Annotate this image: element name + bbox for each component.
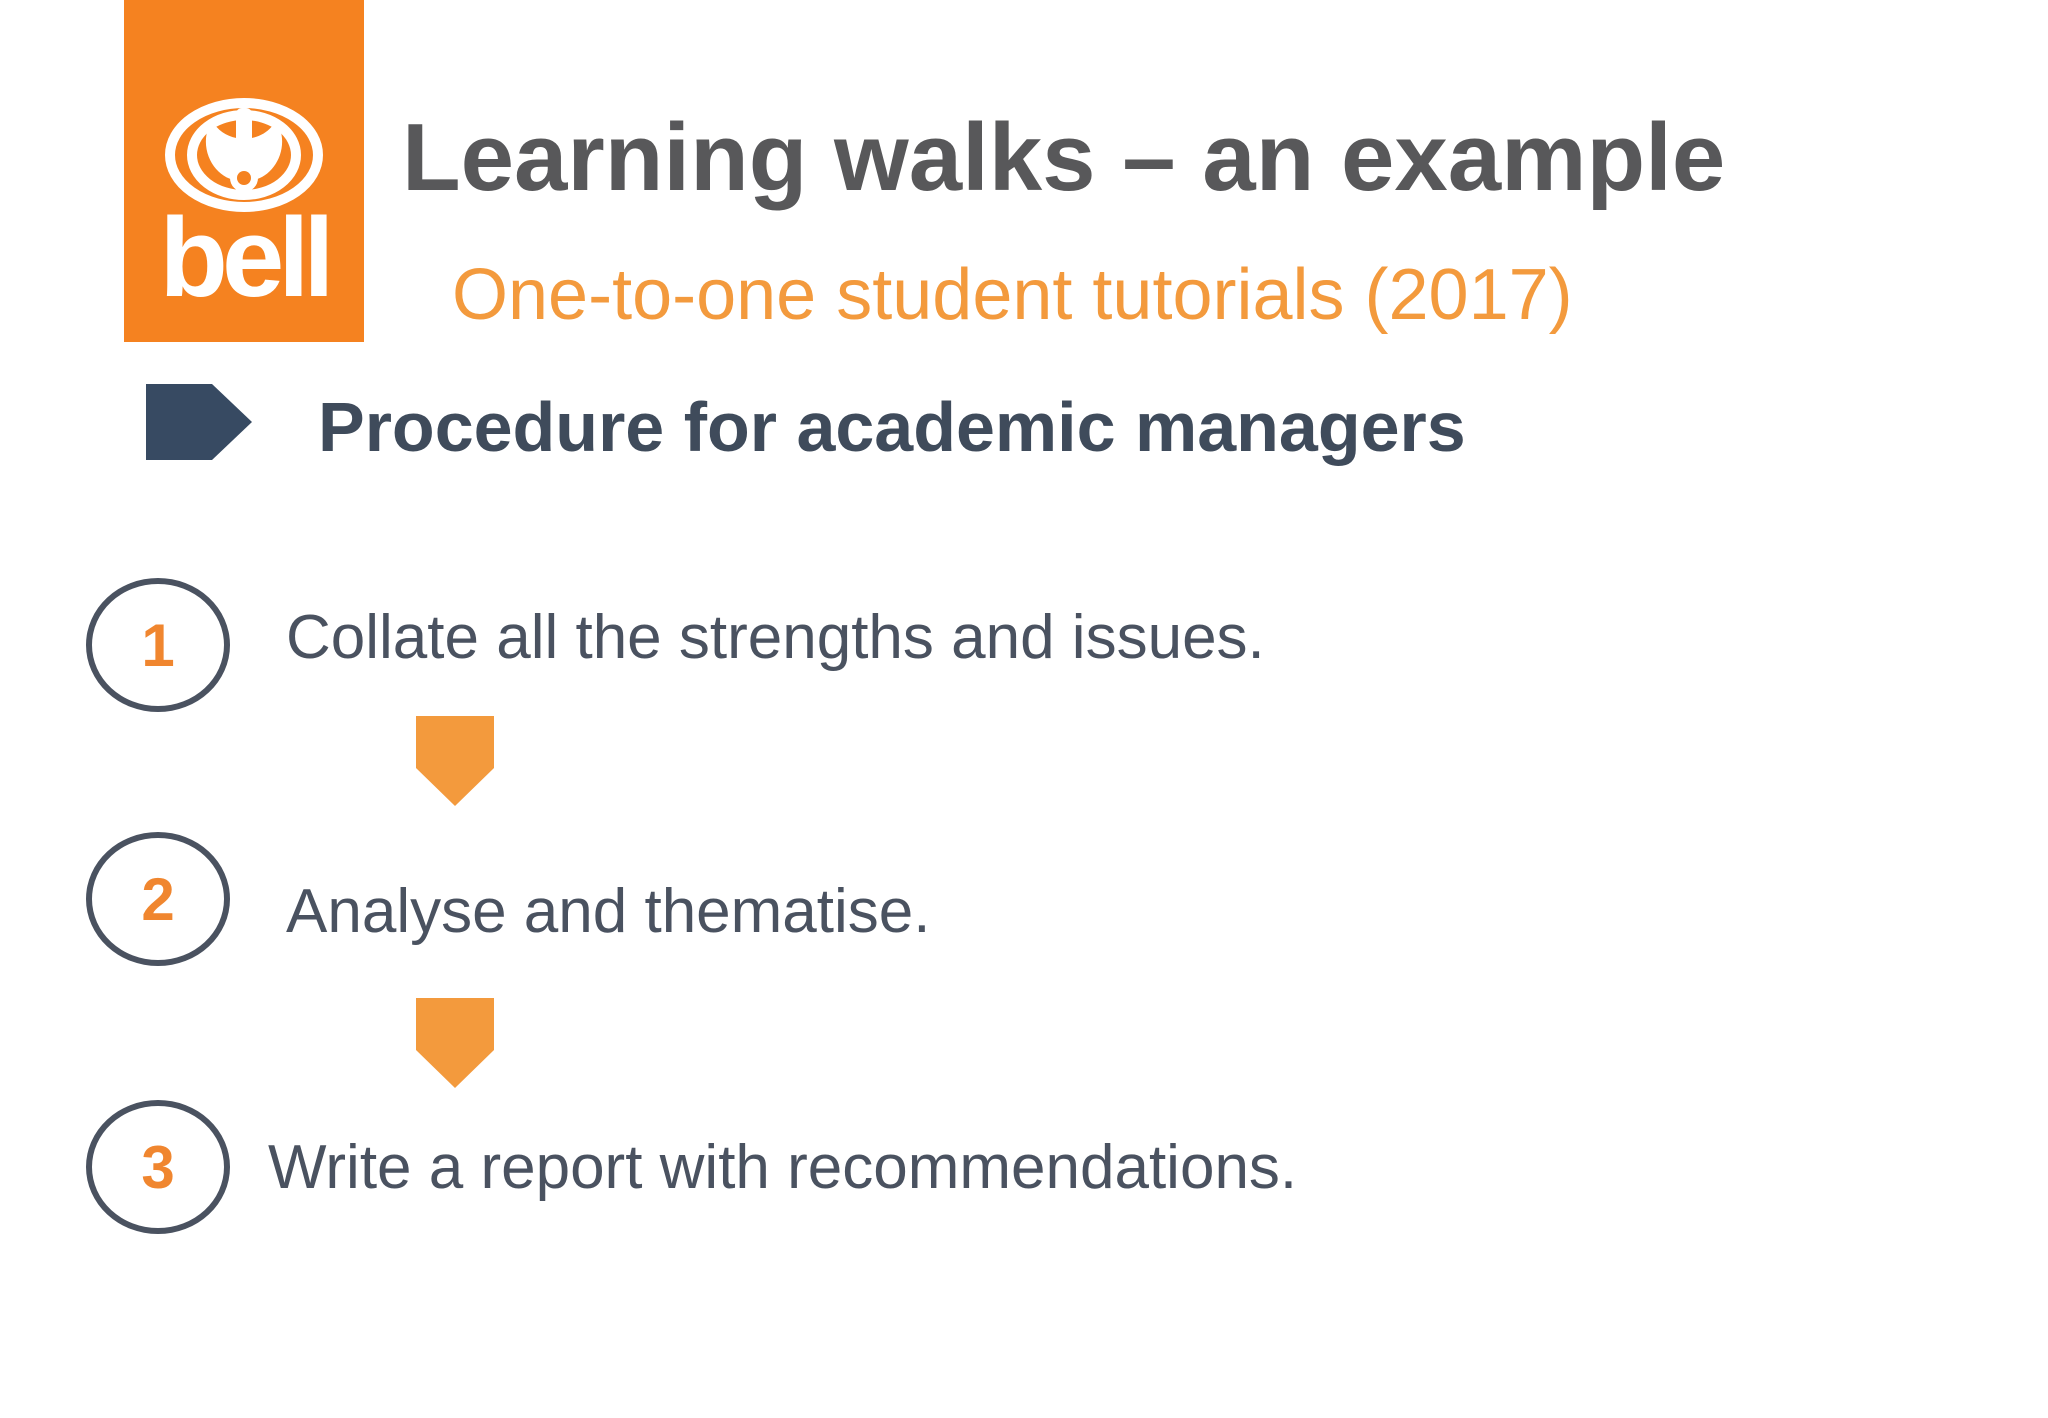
bell-emblem-icon: bell bbox=[160, 98, 334, 320]
step-number-badge: 1 bbox=[86, 578, 230, 712]
section-heading: Procedure for academic managers bbox=[318, 388, 1466, 466]
page-subtitle: One-to-one student tutorials (2017) bbox=[452, 255, 1573, 335]
step-number-badge: 2 bbox=[86, 832, 230, 966]
svg-text:bell: bell bbox=[160, 195, 329, 320]
bell-logo: bell bbox=[124, 0, 364, 342]
step-text: Write a report with recommendations. bbox=[268, 1133, 1298, 1202]
down-arrow-icon bbox=[416, 716, 494, 806]
chevron-tag-icon bbox=[146, 384, 252, 460]
step-number-badge: 3 bbox=[86, 1100, 230, 1234]
page-title: Learning walks – an example bbox=[402, 104, 1726, 211]
step-text: Collate all the strengths and issues. bbox=[286, 603, 1265, 672]
down-arrow-icon bbox=[416, 998, 494, 1088]
step-text: Analyse and thematise. bbox=[286, 877, 931, 946]
